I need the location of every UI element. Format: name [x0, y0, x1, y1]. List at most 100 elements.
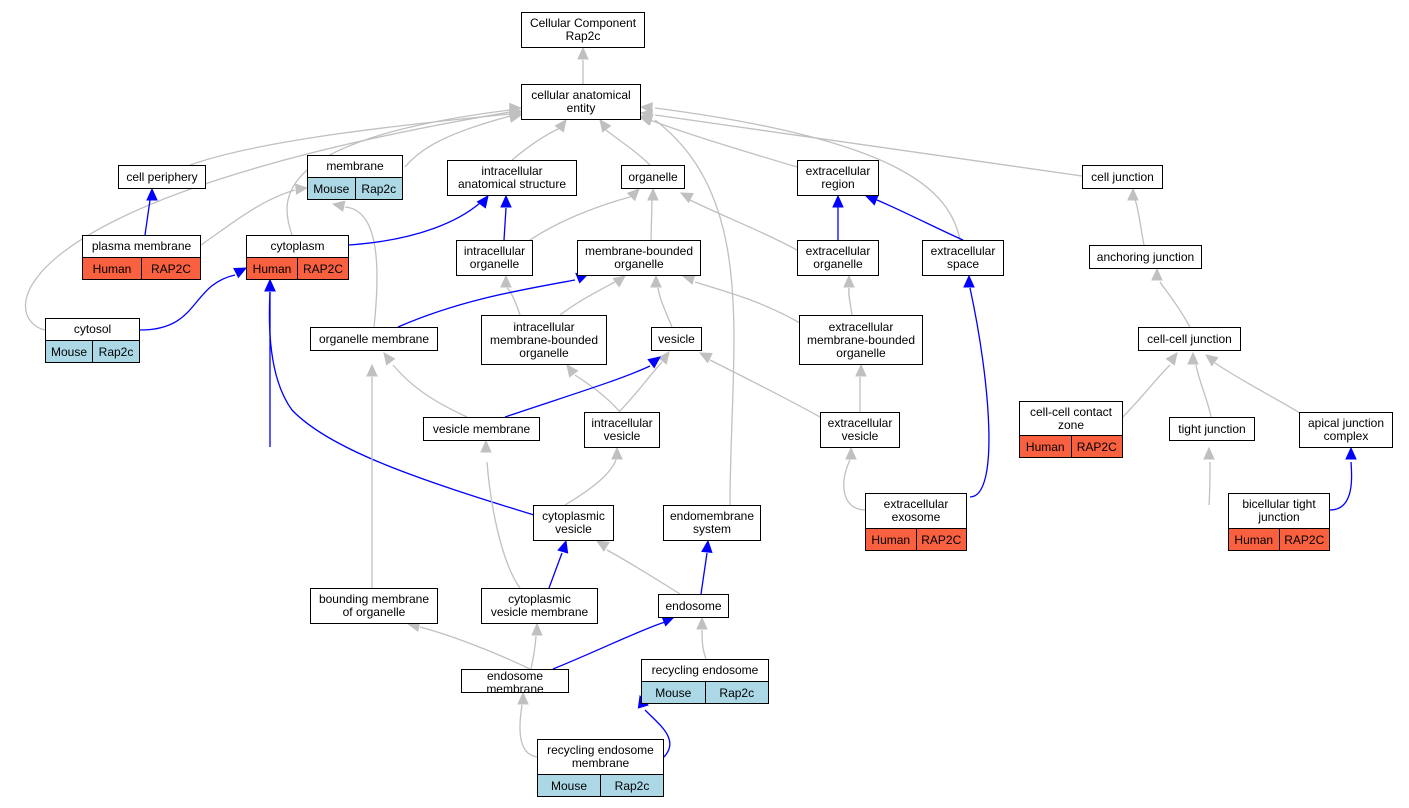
- node-cytoplasmic-vesicle[interactable]: cytoplasmic vesicle: [533, 505, 614, 541]
- gene-label: RAP2C: [297, 258, 348, 279]
- species-label: Human: [83, 258, 141, 279]
- node-recycling-endosome[interactable]: recycling endosome Mouse Rap2c: [641, 659, 769, 704]
- grey-arrowhead: [531, 622, 543, 636]
- node-label: cell-cell contact zone: [1029, 404, 1113, 432]
- node-extracellular-membrane-bounded-organelle[interactable]: extracellular membrane-bounded organelle: [799, 315, 923, 365]
- node-label: Cellular Component Rap2c: [529, 16, 637, 43]
- node-intracellular-organelle[interactable]: intracellular organelle: [456, 240, 533, 276]
- node-organelle-membrane[interactable]: organelle membrane: [310, 327, 438, 351]
- grey-arrowhead: [611, 446, 623, 460]
- blue-edge-line: [552, 621, 666, 670]
- grey-edge-line: [24, 111, 511, 331]
- node-label: extracellular membrane-bounded organelle: [806, 319, 916, 360]
- grey-edge-line: [404, 115, 511, 168]
- grey-edge-line: [1119, 364, 1171, 421]
- node-cell-cell-contact-zone[interactable]: cell-cell contact zone Human RAP2C: [1019, 401, 1123, 458]
- node-label: extracellular exosome: [883, 497, 949, 524]
- node-endosome-membrane[interactable]: endosome membrane: [461, 669, 569, 696]
- node-plasma-membrane[interactable]: plasma membrane Human RAP2C: [82, 235, 201, 280]
- blue-arrowhead: [264, 278, 276, 292]
- node-label: intracellular vesicle: [591, 416, 653, 443]
- blue-edge-line: [503, 207, 507, 241]
- node-label: organelle: [628, 169, 678, 184]
- species-row: Human RAP2C: [1229, 528, 1329, 550]
- node-intracellular-anatomical-structure[interactable]: intracellular anatomical structure: [447, 160, 577, 196]
- node-cell-periphery[interactable]: cell periphery: [118, 165, 206, 189]
- node-label: extracellular region: [805, 164, 871, 191]
- node-apical-junction-complex[interactable]: apical junction complex: [1299, 412, 1393, 448]
- grey-edge-line: [650, 199, 653, 241]
- node-root[interactable]: Cellular Component Rap2c: [521, 12, 645, 48]
- species-label: Mouse: [538, 775, 600, 796]
- grey-edge-line: [200, 189, 296, 246]
- node-extracellular-vesicle[interactable]: extracellular vesicle: [820, 412, 900, 448]
- gene-label: RAP2C: [1278, 529, 1329, 550]
- blue-arrowhead: [1345, 446, 1357, 460]
- node-membrane[interactable]: membrane Mouse Rap2c: [307, 155, 403, 200]
- node-label: endosome: [665, 598, 722, 613]
- grey-edge-line: [605, 129, 651, 166]
- node-endomembrane-system[interactable]: endomembrane system: [663, 505, 761, 541]
- node-recycling-endosome-membrane[interactable]: recycling endosome membrane Mouse Rap2c: [537, 739, 664, 797]
- grey-arrowhead: [647, 187, 659, 201]
- gene-label: Rap2c: [92, 341, 139, 362]
- gene-label: Rap2c: [704, 682, 768, 703]
- grey-edge-line: [1134, 199, 1145, 246]
- node-extracellular-organelle[interactable]: extracellular organelle: [797, 240, 879, 276]
- grey-edge-line: [564, 459, 617, 506]
- node-cell-cell-junction[interactable]: cell-cell junction: [1138, 327, 1241, 351]
- species-row: Human RAP2C: [83, 257, 200, 279]
- node-endosome[interactable]: endosome: [658, 594, 729, 618]
- species-row: Mouse Rap2c: [46, 340, 139, 362]
- grey-arrowhead: [1205, 354, 1219, 367]
- blue-arrowhead: [701, 539, 713, 554]
- node-organelle[interactable]: organelle: [621, 165, 685, 189]
- grey-arrowhead: [595, 540, 610, 552]
- species-row: Human RAP2C: [247, 257, 348, 279]
- grey-arrowhead: [480, 439, 492, 453]
- species-label: Mouse: [308, 178, 355, 199]
- species-row: Mouse Rap2c: [642, 681, 768, 703]
- grey-edge-line: [189, 113, 511, 166]
- node-bounding-membrane-of-organelle[interactable]: bounding membrane of organelle: [310, 588, 438, 624]
- node-intracellular-vesicle[interactable]: intracellular vesicle: [584, 412, 660, 448]
- node-label: cellular anatomical entity: [531, 88, 631, 115]
- grey-arrowhead: [650, 274, 662, 288]
- node-extracellular-region[interactable]: extracellular region: [797, 160, 879, 196]
- node-tight-junction[interactable]: tight junction: [1169, 417, 1255, 441]
- node-anchoring-junction[interactable]: anchoring junction: [1089, 245, 1202, 269]
- node-label: cytoplasm: [270, 239, 325, 253]
- node-bicellular-tight-junction[interactable]: bicellular tight junction Human RAP2C: [1228, 493, 1330, 551]
- species-row: Mouse Rap2c: [538, 774, 663, 796]
- grey-arrowhead: [698, 352, 713, 364]
- node-extracellular-space[interactable]: extracellular space: [922, 240, 1004, 276]
- node-label: extracellular organelle: [805, 244, 871, 271]
- node-membrane-bounded-organelle[interactable]: membrane-bounded organelle: [577, 240, 701, 276]
- node-cellular-anatomical-entity[interactable]: cellular anatomical entity: [521, 84, 641, 120]
- blue-edge-line: [348, 202, 481, 246]
- node-cytoplasmic-vesicle-membrane[interactable]: cytoplasmic vesicle membrane: [481, 588, 598, 624]
- grey-edge-line: [519, 704, 541, 758]
- grey-edge-line: [486, 461, 521, 589]
- grey-arrowhead: [566, 364, 579, 378]
- grey-arrowhead: [509, 105, 523, 118]
- grey-arrowhead: [1187, 351, 1199, 365]
- node-extracellular-exosome[interactable]: extracellular exosome Human RAP2C: [865, 493, 967, 551]
- node-label: recycling endosome membrane: [547, 743, 654, 770]
- grey-edge-line: [392, 364, 468, 418]
- grey-arrowhead: [599, 119, 612, 133]
- node-cell-junction[interactable]: cell junction: [1082, 165, 1163, 189]
- node-intracellular-membrane-bounded-organelle[interactable]: intracellular membrane-bounded organelle: [481, 315, 607, 365]
- node-vesicle[interactable]: vesicle: [651, 327, 702, 351]
- node-cytoplasm[interactable]: cytoplasm Human RAP2C: [246, 235, 349, 280]
- grey-arrowhead: [855, 363, 867, 377]
- node-vesicle-membrane[interactable]: vesicle membrane: [423, 417, 540, 441]
- blue-arrowhead: [647, 356, 661, 369]
- node-cytosol[interactable]: cytosol Mouse Rap2c: [45, 318, 140, 363]
- node-label: bicellular tight junction: [1242, 497, 1316, 524]
- blue-arrowhead: [500, 194, 512, 208]
- grey-arrowhead: [383, 352, 396, 366]
- species-label: Mouse: [46, 341, 92, 362]
